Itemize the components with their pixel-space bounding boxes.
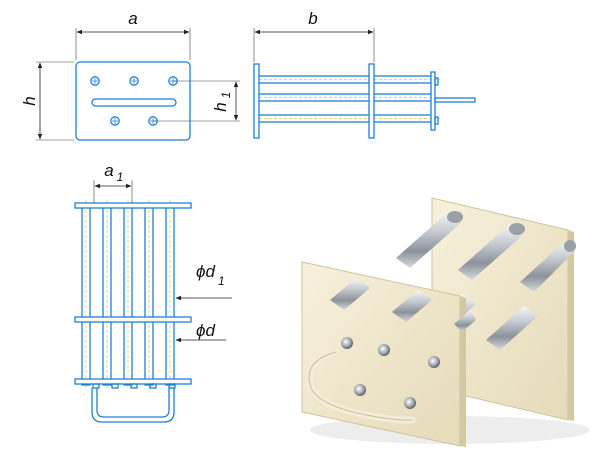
render-bolts (341, 337, 440, 409)
slot (91, 98, 177, 107)
dim-b-label: b (308, 9, 317, 28)
dim-a1-subscript: 1 (117, 170, 124, 184)
top-view: a 1 ϕd 1 ϕd (74, 161, 232, 423)
top-rods (81, 200, 175, 390)
dim-a-label: a (128, 9, 137, 28)
dim-d1-subscript: 1 (218, 274, 225, 288)
top-handle (91, 388, 175, 423)
front-plate (75, 61, 191, 141)
dim-h-label: h (20, 96, 39, 105)
side-view: b (253, 9, 476, 139)
isometric-render (301, 197, 590, 447)
top-plate-middle (74, 316, 192, 323)
dim-d-label: ϕd (196, 321, 215, 340)
top-plate-upper (74, 202, 192, 209)
dim-d1-label: ϕd (196, 262, 215, 281)
front-view: a h h 1 (20, 9, 240, 141)
side-plate-left (253, 63, 260, 139)
side-handle (434, 97, 476, 103)
dim-h1-label: h (211, 102, 230, 111)
side-plate-middle (368, 63, 375, 139)
dim-a1-label: a (104, 161, 113, 180)
top-plate-lower (74, 378, 192, 385)
dim-h1-subscript: 1 (219, 92, 233, 99)
